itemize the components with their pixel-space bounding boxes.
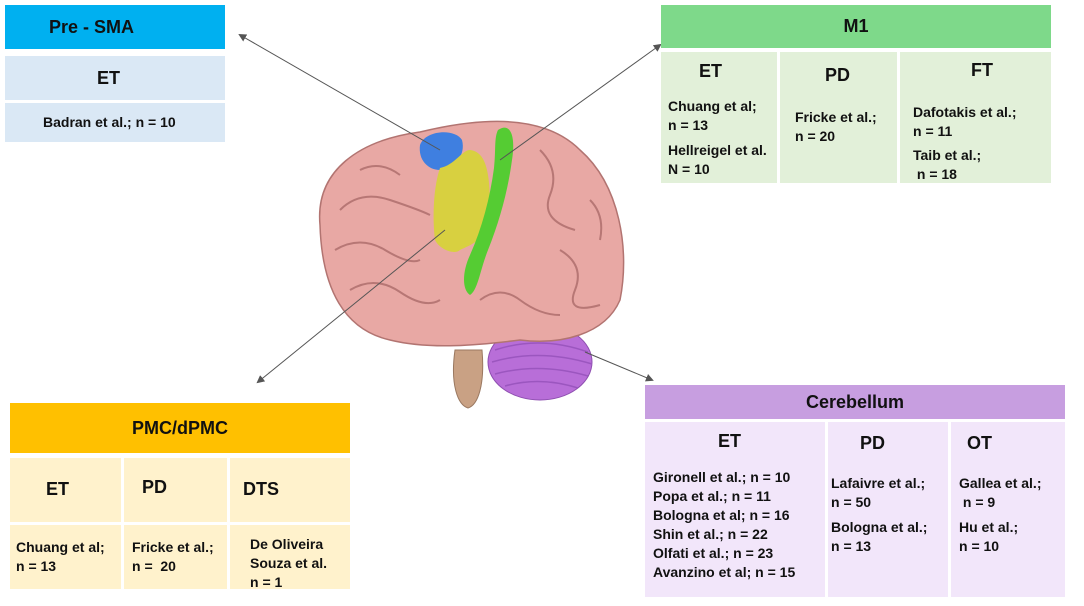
entry-line: De Oliveira <box>250 536 324 552</box>
cerebellum-et-entry: Olfati et al.; n = 23 <box>653 545 774 561</box>
entry-line: Chuang et al; <box>16 539 105 555</box>
m1-entry: Taib et al.; n = 18 <box>913 146 981 184</box>
pmc-header: PMC/dPMC <box>10 403 350 453</box>
cerebellum-et-entry: Gironell et al.; n = 10 <box>653 469 791 485</box>
entry-line: n = 20 <box>795 128 836 144</box>
pre-sma-region <box>419 132 463 170</box>
cerebellum-col1 <box>645 422 825 597</box>
pre-sma-col-et: ET <box>97 68 121 88</box>
cerebellum-box: Cerebellum ET PD OT Gironell et al.; n =… <box>645 385 1065 597</box>
cerebellum-col-et: ET <box>718 431 742 451</box>
entry-line: n = 1 <box>250 574 283 590</box>
m1-entry: Dafotakis et al.; n = 11 <box>913 103 1016 141</box>
pre-sma-body: Badran et al.; n = 10 <box>5 103 225 142</box>
cerebellum-et-entry: Avanzino et al; n = 15 <box>653 564 796 580</box>
cerebellum-entry: Bologna et al.; n = 13 <box>831 518 927 556</box>
pmc-title: PMC/dPMC <box>132 417 228 438</box>
entry-line: Taib et al.; <box>913 147 982 163</box>
m1-entry: Hellreigel et al. N = 10 <box>668 141 767 179</box>
entry-line: Fricke et al.; <box>132 539 214 555</box>
m1-col1 <box>661 52 777 183</box>
arrow-to-pre-sma <box>238 34 441 151</box>
brainstem <box>452 349 484 409</box>
pre-sma-header: Pre - SMA <box>5 5 225 49</box>
cerebellum-entry: Lafaivre et al.; n = 50 <box>831 474 925 512</box>
pmc-entry: Chuang et al; n = 13 <box>16 538 105 576</box>
entry-line: n = 13 <box>831 538 872 554</box>
entry-line: n = 13 <box>16 558 57 574</box>
pmc-col1-head <box>10 458 121 522</box>
cerebellum-col-ot: OT <box>967 433 992 453</box>
pmc-col-dts: DTS <box>243 479 279 499</box>
m1-col-ft: FT <box>971 60 993 80</box>
entry-line: Fricke et al.; <box>795 109 877 125</box>
entry-line: Souza et al. <box>250 555 328 571</box>
pmc-col-pd: PD <box>142 477 168 497</box>
entry-line: Hellreigel et al. <box>668 142 767 158</box>
entry-line: n = 20 <box>132 558 176 574</box>
pre-sma-entry: Badran et al.; n = 10 <box>43 114 176 130</box>
cerebellum-entry: Gallea et al.; n = 9 <box>959 474 1041 512</box>
arrow-to-pmc <box>256 229 446 384</box>
m1-col-pd: PD <box>825 65 851 85</box>
entry-line: n = 11 <box>913 123 953 139</box>
m1-header: M1 <box>661 5 1051 48</box>
cerebellum-et-entry: Popa et al.; n = 11 <box>653 488 771 504</box>
entry-line: n = 50 <box>831 494 872 510</box>
entry-line: Dafotakis et al.; <box>913 104 1017 120</box>
cerebellum-et-entry: Shin et al.; n = 22 <box>653 526 768 542</box>
m1-title: M1 <box>843 16 869 36</box>
entry-line: Gallea et al.; <box>959 475 1042 491</box>
m1-entry: Chuang et al; n = 13 <box>668 97 757 135</box>
pmc-col-et: ET <box>46 479 70 499</box>
arrow-to-cerebellum <box>584 351 654 382</box>
pmc-col2-body <box>124 525 227 589</box>
pmc-region <box>433 150 490 252</box>
entry-line: N = 10 <box>668 161 710 177</box>
entry-line: n = 18 <box>913 166 957 182</box>
entry-line: Lafaivre et al.; <box>831 475 926 491</box>
cerebellum-col3 <box>951 422 1065 597</box>
entry-line: n = 9 <box>959 494 996 510</box>
pmc-col1-body <box>10 525 121 589</box>
entry-line: n = 10 <box>959 538 1000 554</box>
pmc-col2-head <box>124 458 227 522</box>
cerebellum-et-list: Gironell et al.; n = 10 Popa et al.; n =… <box>653 468 795 582</box>
cerebellum-title: Cerebellum <box>805 391 905 412</box>
cerebellum-col-pd: PD <box>860 433 886 453</box>
m1-col2 <box>780 52 897 183</box>
pre-sma-box: Pre - SMA ET Badran et al.; n = 10 <box>5 5 225 142</box>
cerebellum-header: Cerebellum <box>645 385 1065 419</box>
entry-line: n = 13 <box>668 117 709 133</box>
pmc-entry: Fricke et al.; n = 20 <box>132 538 214 576</box>
pmc-col3-head <box>230 458 350 522</box>
cerebellum-col2 <box>828 422 948 597</box>
pmc-col3-body <box>230 525 350 589</box>
m1-region <box>464 127 514 295</box>
entry-line: Chuang et al; <box>668 98 757 114</box>
pmc-box: PMC/dPMC ET PD DTS Chuang et al; n = 13 F… <box>10 403 350 592</box>
entry-line: Bologna et al.; <box>831 519 928 535</box>
entry-line: Hu et al.; <box>959 519 1019 535</box>
m1-col-et: ET <box>699 61 723 81</box>
pre-sma-title: Pre - SMA <box>49 16 135 37</box>
cerebellum-et-entry: Bologna et al; n = 16 <box>653 507 790 523</box>
arrow-to-m1 <box>499 43 662 161</box>
m1-entry: Fricke et al.; n = 20 <box>795 108 877 146</box>
m1-col3 <box>900 52 1051 183</box>
cerebellum-entry: Hu et al.; n = 10 <box>959 518 1018 556</box>
m1-box: M1 ET PD FT Chuang et al; n = 13 Hellreig… <box>661 5 1051 183</box>
pre-sma-col-header <box>5 56 225 100</box>
